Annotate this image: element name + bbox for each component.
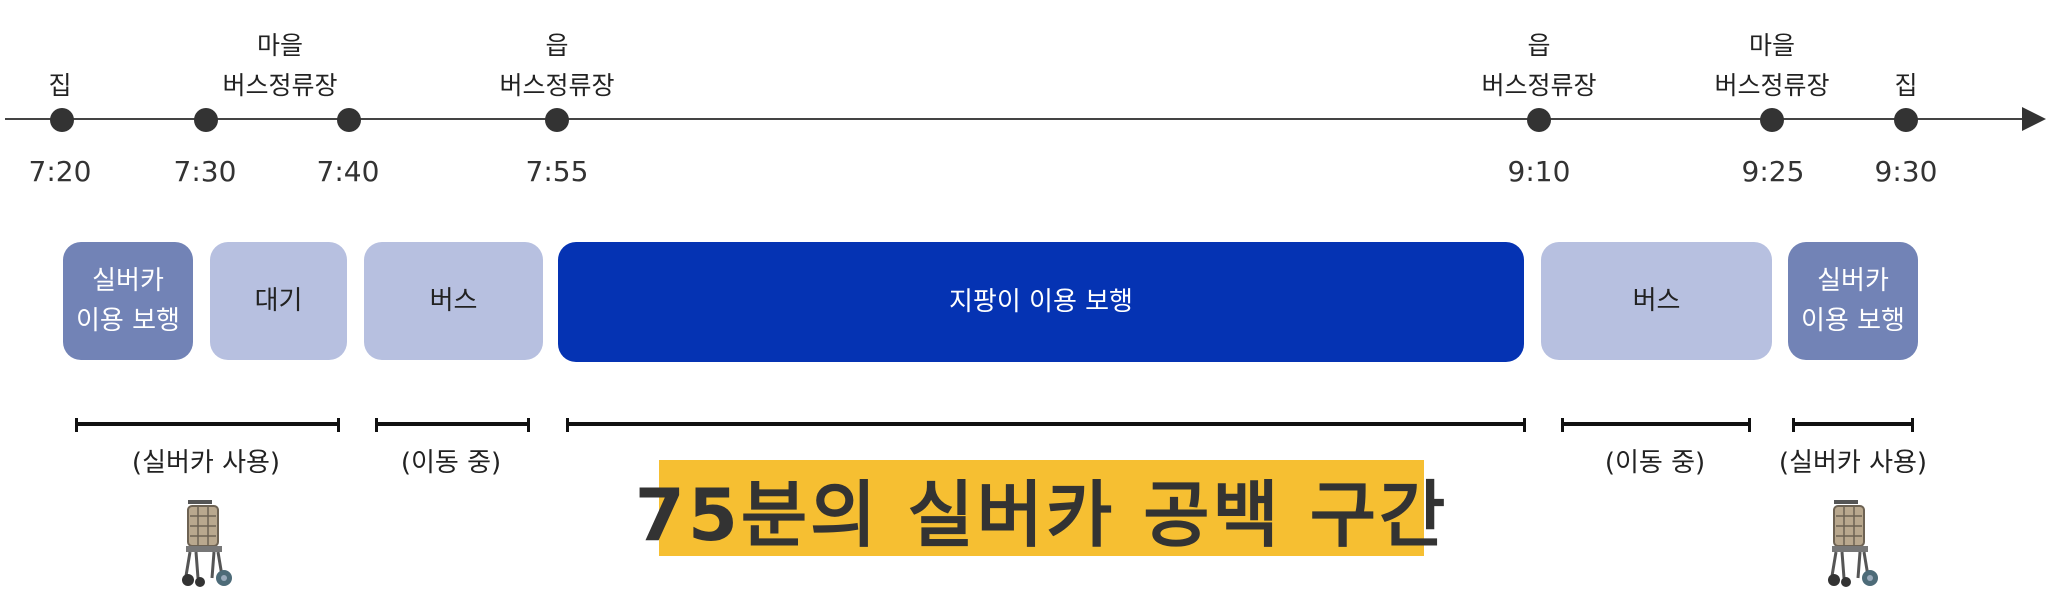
timeline-dot xyxy=(1527,108,1551,132)
segment-cane-walk: 지팡이 이용 보행 xyxy=(558,242,1524,362)
bracket-moving-return xyxy=(1561,418,1751,434)
timeline-dot xyxy=(50,108,74,132)
bracket-label: (이동 중) xyxy=(400,448,502,478)
stop-label-home-start: 집 xyxy=(48,71,72,100)
time-label: 7:55 xyxy=(525,155,589,188)
timeline-dot xyxy=(337,108,361,132)
time-label: 9:10 xyxy=(1507,155,1571,188)
bracket-label: (이동 중) xyxy=(1604,448,1706,478)
segment-bus-return: 버스 xyxy=(1541,242,1772,360)
time-label: 9:30 xyxy=(1874,155,1938,188)
stop-label-village-bus-stop-return: 마을 버스정류장 xyxy=(1714,31,1830,100)
time-label: 7:20 xyxy=(28,155,92,188)
segment-bus: 버스 xyxy=(364,242,543,360)
timeline-dot xyxy=(194,108,218,132)
time-label: 7:30 xyxy=(173,155,237,188)
segment-silver-walk: 실버카 이용 보행 xyxy=(63,242,193,360)
timeline-dot xyxy=(1894,108,1918,132)
bracket-label: (실버카 사용) xyxy=(131,448,281,478)
walker-icon xyxy=(182,500,232,587)
bracket-silver-use-return xyxy=(1792,418,1914,434)
stop-label-home-end: 집 xyxy=(1894,71,1918,100)
segment-silver-walk-return: 실버카 이용 보행 xyxy=(1788,242,1918,360)
bracket-label: (실버카 사용) xyxy=(1778,448,1928,478)
walker-icon xyxy=(1828,500,1878,587)
timeline-dot xyxy=(545,108,569,132)
gap-highlight-text: 75분의 실버카 공백 구간 xyxy=(634,472,1449,557)
timeline-dot xyxy=(1760,108,1784,132)
timeline-axis xyxy=(5,118,2025,120)
time-label: 7:40 xyxy=(316,155,380,188)
time-label: 9:25 xyxy=(1741,155,1805,188)
timeline-arrow-icon xyxy=(2022,107,2046,131)
bracket-silver-use xyxy=(75,418,340,434)
stop-label-village-bus-stop: 마을 버스정류장 xyxy=(222,31,338,100)
segment-wait: 대기 xyxy=(210,242,347,360)
bracket-moving xyxy=(375,418,530,434)
gap-highlight: 75분의 실버카 공백 구간 xyxy=(635,460,1445,557)
bracket-gap xyxy=(566,418,1526,434)
stop-label-town-bus-stop-return: 읍 버스정류장 xyxy=(1481,31,1597,100)
stop-label-town-bus-stop: 읍 버스정류장 xyxy=(499,31,615,100)
